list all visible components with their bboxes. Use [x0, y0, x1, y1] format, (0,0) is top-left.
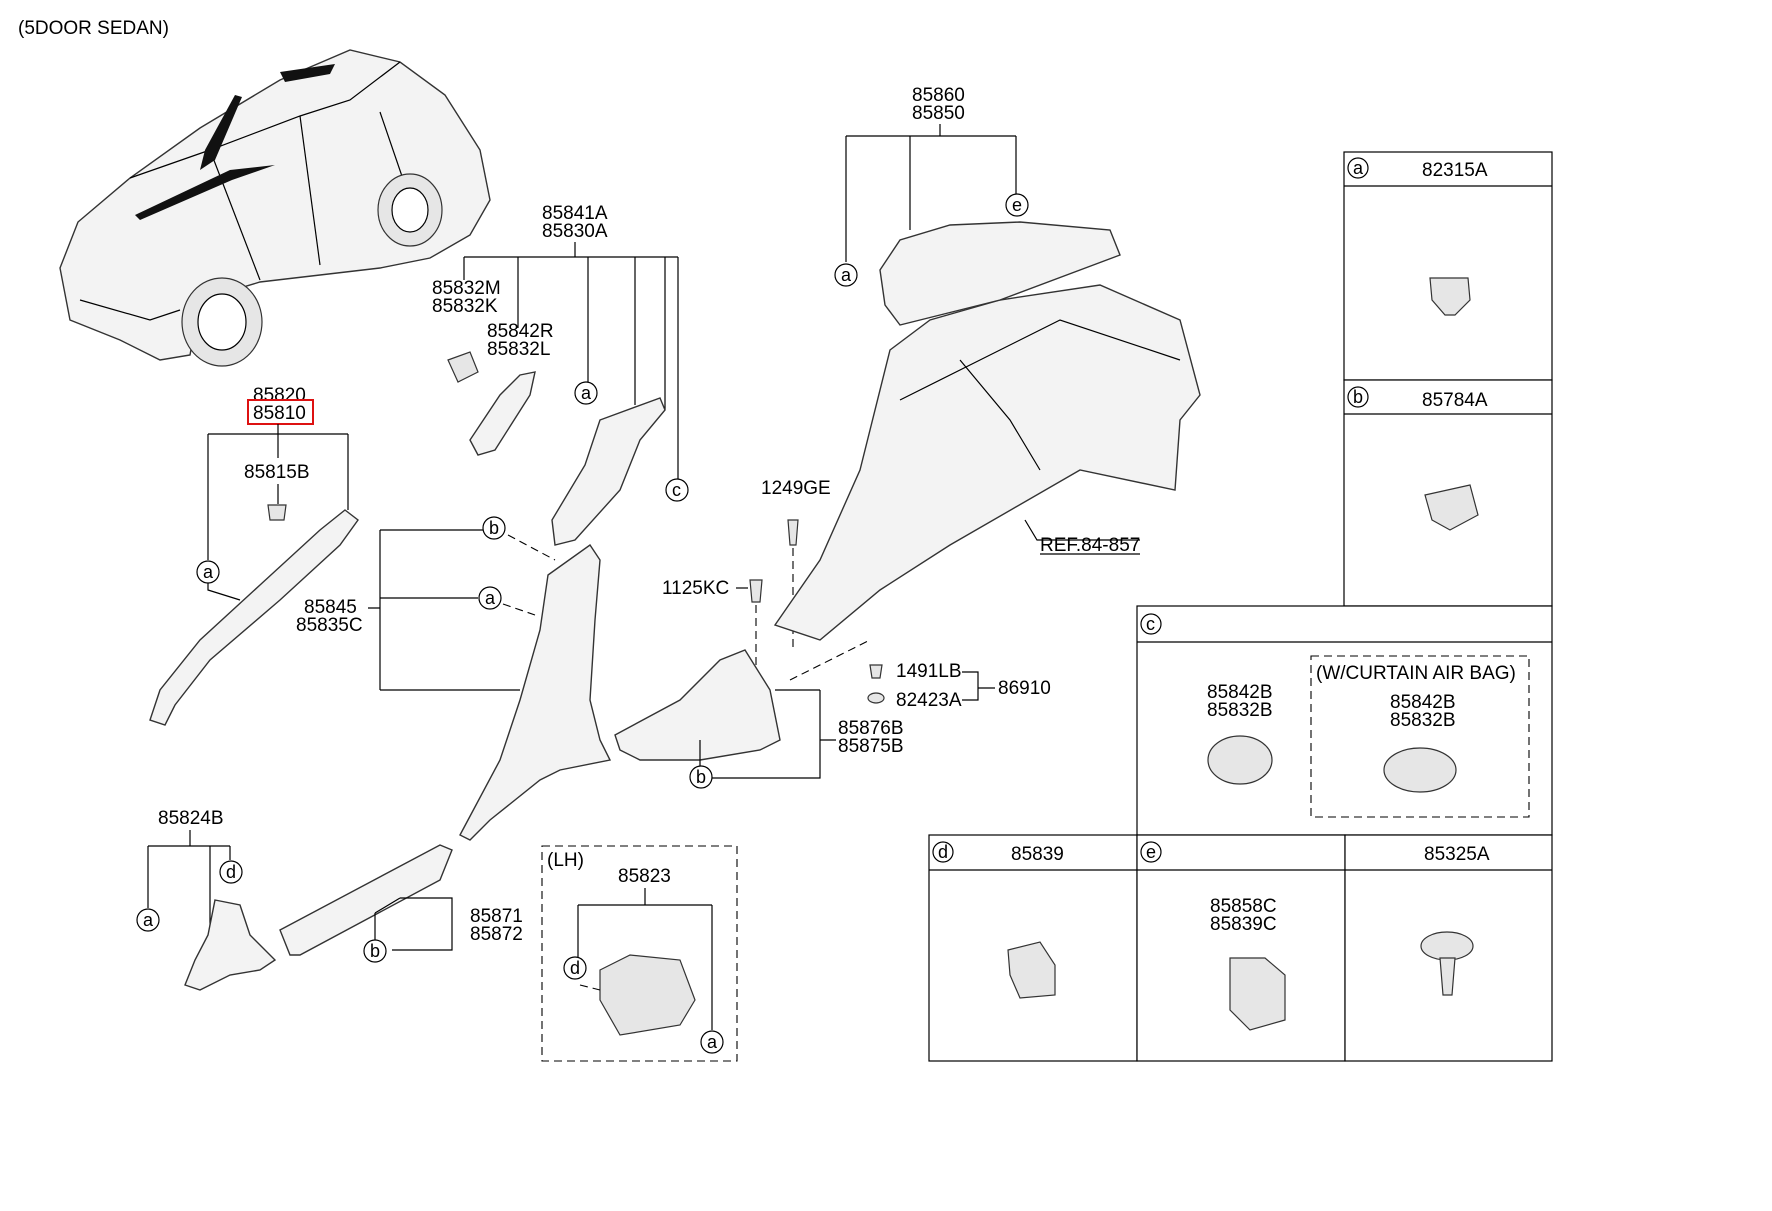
upper-trim-85860	[879, 221, 1121, 326]
quarter-trim-panel	[773, 284, 1201, 641]
legend-cell-a	[1343, 151, 1553, 381]
part-85832M	[447, 351, 479, 383]
legend-c-left-l1: 85842B	[1207, 682, 1273, 703]
legend-c-right-l1: 85842B	[1390, 692, 1456, 713]
label-85832L: 85832L	[487, 339, 550, 360]
callout-b: b	[696, 767, 706, 787]
washer-82423A	[867, 692, 885, 704]
legend-f-part: 85325A	[1424, 844, 1490, 865]
fastener-icon-85325A	[1420, 931, 1474, 961]
clip-1491LB	[869, 664, 883, 679]
airbag-box	[1310, 655, 1530, 818]
legend-cell-e	[1136, 834, 1346, 1062]
callout-e: e	[1012, 195, 1022, 215]
label-1491LB: 1491LB	[896, 661, 962, 682]
part-85823	[599, 954, 696, 1036]
label-85841A: 85841A	[542, 203, 608, 224]
legend-a-letter: a	[1353, 158, 1364, 178]
callout-circles: a b a a c a e b d a b d a	[136, 193, 1029, 1054]
label-lh: (LH)	[547, 850, 584, 871]
legend-d-part: 85839	[1011, 844, 1064, 865]
clip-icon-85784A	[1424, 484, 1479, 531]
trim-85824B	[184, 899, 277, 991]
callout-a: a	[841, 265, 852, 285]
label-85810: 85810	[253, 403, 306, 424]
pillar-trim-85810	[149, 509, 359, 726]
legend-b-part: 85784A	[1422, 390, 1488, 411]
label-85823: 85823	[618, 866, 671, 887]
bolt-1125KC	[749, 579, 763, 603]
label-85876B: 85876B	[838, 718, 904, 739]
callout-b: b	[489, 518, 499, 538]
label-85871: 85871	[470, 906, 523, 927]
legend-a-part: 82315A	[1422, 160, 1488, 181]
label-85824B: 85824B	[158, 808, 224, 829]
part-85842R	[469, 371, 536, 456]
label-1125KC: 1125KC	[662, 578, 729, 599]
fastener-stem-icon	[1439, 957, 1456, 996]
callout-a: a	[143, 910, 154, 930]
legend-e-letter: e	[1146, 842, 1156, 862]
label-85835C: 85835C	[296, 615, 363, 636]
callout-a: a	[581, 383, 592, 403]
diagram-title: (5DOOR SEDAN)	[18, 18, 169, 39]
clip-icon-85858C	[1229, 957, 1286, 1031]
legend-table: a 82315A b 85784A c 85842B 85832B (W/CUR…	[928, 151, 1553, 1062]
label-85842R: 85842R	[487, 321, 554, 342]
legend-c-airbag-title: (W/CURTAIN AIR BAG)	[1316, 663, 1516, 684]
label-ref: REF.84-857	[1040, 535, 1140, 556]
legend-cell-c	[1136, 605, 1553, 836]
legend-c-left-l2: 85832B	[1207, 700, 1273, 721]
legend-d-letter: d	[938, 842, 948, 862]
legend-e-l1: 85858C	[1210, 896, 1277, 917]
scuff-plate-85871	[279, 844, 453, 956]
label-85830A: 85830A	[542, 221, 608, 242]
lh-box	[541, 845, 738, 1062]
label-85815B: 85815B	[244, 462, 310, 483]
callout-d: d	[570, 958, 580, 978]
label-85850: 85850	[912, 103, 965, 124]
label-86910: 86910	[998, 678, 1051, 699]
label-85832M: 85832M	[432, 278, 501, 299]
callout-a: a	[485, 588, 496, 608]
legend-c-letter: c	[1146, 614, 1155, 634]
label-85845: 85845	[304, 597, 357, 618]
car-illustration	[59, 49, 491, 367]
label-85872: 85872	[470, 924, 523, 945]
label-1249GE: 1249GE	[761, 478, 831, 499]
clip-85815B	[267, 504, 287, 521]
label-85860: 85860	[912, 85, 965, 106]
legend-c-right-l2: 85832B	[1390, 710, 1456, 731]
legend-b-letter: b	[1353, 387, 1363, 407]
cover-icon-85842B	[1207, 735, 1273, 785]
bolt-1249GE	[787, 519, 799, 546]
callout-a: a	[707, 1032, 718, 1052]
b-pillar-trim-85845	[459, 544, 612, 841]
label-82423A: 82423A	[896, 690, 962, 711]
callout-c: c	[672, 480, 681, 500]
airbag-cover-icon	[1383, 747, 1457, 793]
clip-icon-82315A	[1429, 277, 1471, 316]
highlight-box-85810	[247, 399, 314, 425]
pillar-trim-85841A	[551, 397, 666, 546]
callout-a: a	[203, 562, 214, 582]
callout-b: b	[370, 941, 380, 961]
label-85875B: 85875B	[838, 736, 904, 757]
callout-d: d	[226, 862, 236, 882]
legend-e-l2: 85839C	[1210, 914, 1277, 935]
label-85832K: 85832K	[432, 296, 498, 317]
lower-trim-85876B	[614, 649, 781, 761]
clip-icon-85839	[1007, 941, 1056, 999]
